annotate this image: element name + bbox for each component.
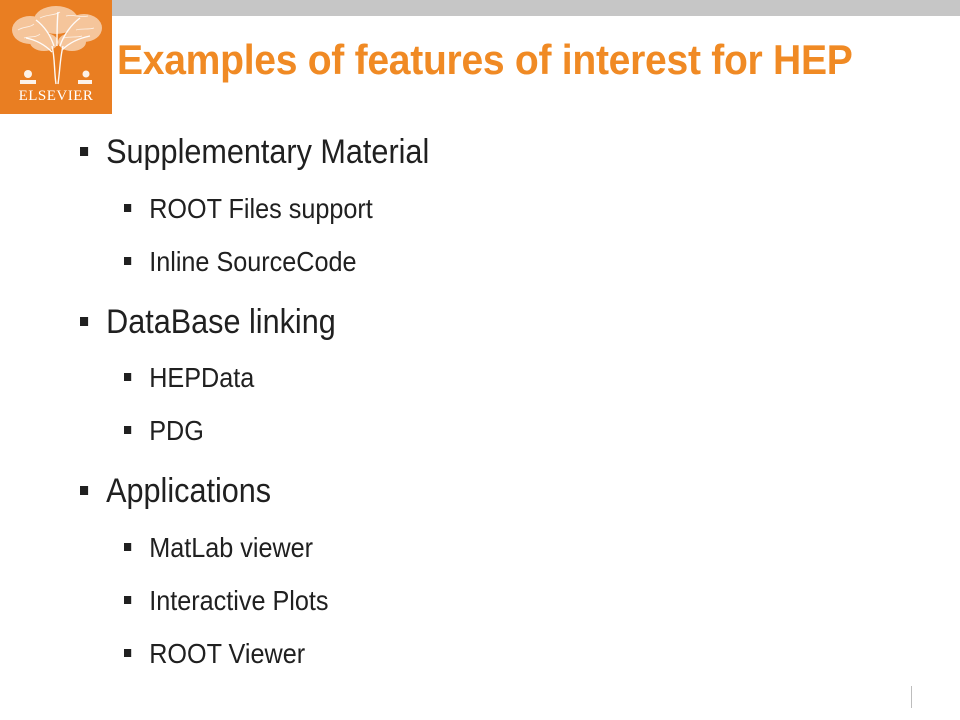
sub-bullet-label: PDG <box>149 415 204 446</box>
bullet-label: DataBase linking <box>106 303 336 341</box>
square-bullet-icon <box>124 203 132 212</box>
square-bullet-icon <box>124 425 132 434</box>
bullet-label: Supplementary Material <box>106 133 430 171</box>
sub-bullet-item: HEPData <box>124 362 254 394</box>
bullet-item: Supplementary Material <box>80 133 429 172</box>
square-bullet-icon <box>124 372 132 381</box>
square-bullet-icon <box>124 595 132 604</box>
sub-bullet-label: MatLab viewer <box>149 532 314 563</box>
elsevier-logo: ELSEVIER <box>0 0 112 114</box>
tree-icon <box>12 6 102 85</box>
square-bullet-icon <box>124 648 132 657</box>
square-bullet-icon <box>80 146 89 156</box>
sub-bullet-label: ROOT Files support <box>149 193 373 224</box>
sub-bullet-item: PDG <box>124 415 204 447</box>
sub-bullet-label: Inline SourceCode <box>149 246 357 277</box>
square-bullet-icon <box>124 256 132 265</box>
bullet-label: Applications <box>106 472 272 510</box>
sub-bullet-label: ROOT Viewer <box>149 638 306 669</box>
sub-bullet-item: Interactive Plots <box>124 585 328 617</box>
sub-bullet-item: MatLab viewer <box>124 532 313 564</box>
bullet-item: DataBase linking <box>80 303 336 342</box>
sub-bullet-item: ROOT Files support <box>124 193 373 225</box>
slide-title: Examples of features of interest for HEP <box>117 36 853 83</box>
bullet-item: Applications <box>80 472 271 511</box>
sub-bullet-label: HEPData <box>149 362 255 393</box>
logo-wordmark: ELSEVIER <box>18 88 94 104</box>
square-bullet-icon <box>80 316 89 326</box>
footer-divider <box>911 686 912 708</box>
square-bullet-icon <box>124 542 132 551</box>
square-bullet-icon <box>80 485 89 495</box>
sub-bullet-item: ROOT Viewer <box>124 638 305 670</box>
top-decorative-bar <box>112 0 960 16</box>
sub-bullet-label: Interactive Plots <box>149 585 329 616</box>
sub-bullet-item: Inline SourceCode <box>124 246 357 278</box>
